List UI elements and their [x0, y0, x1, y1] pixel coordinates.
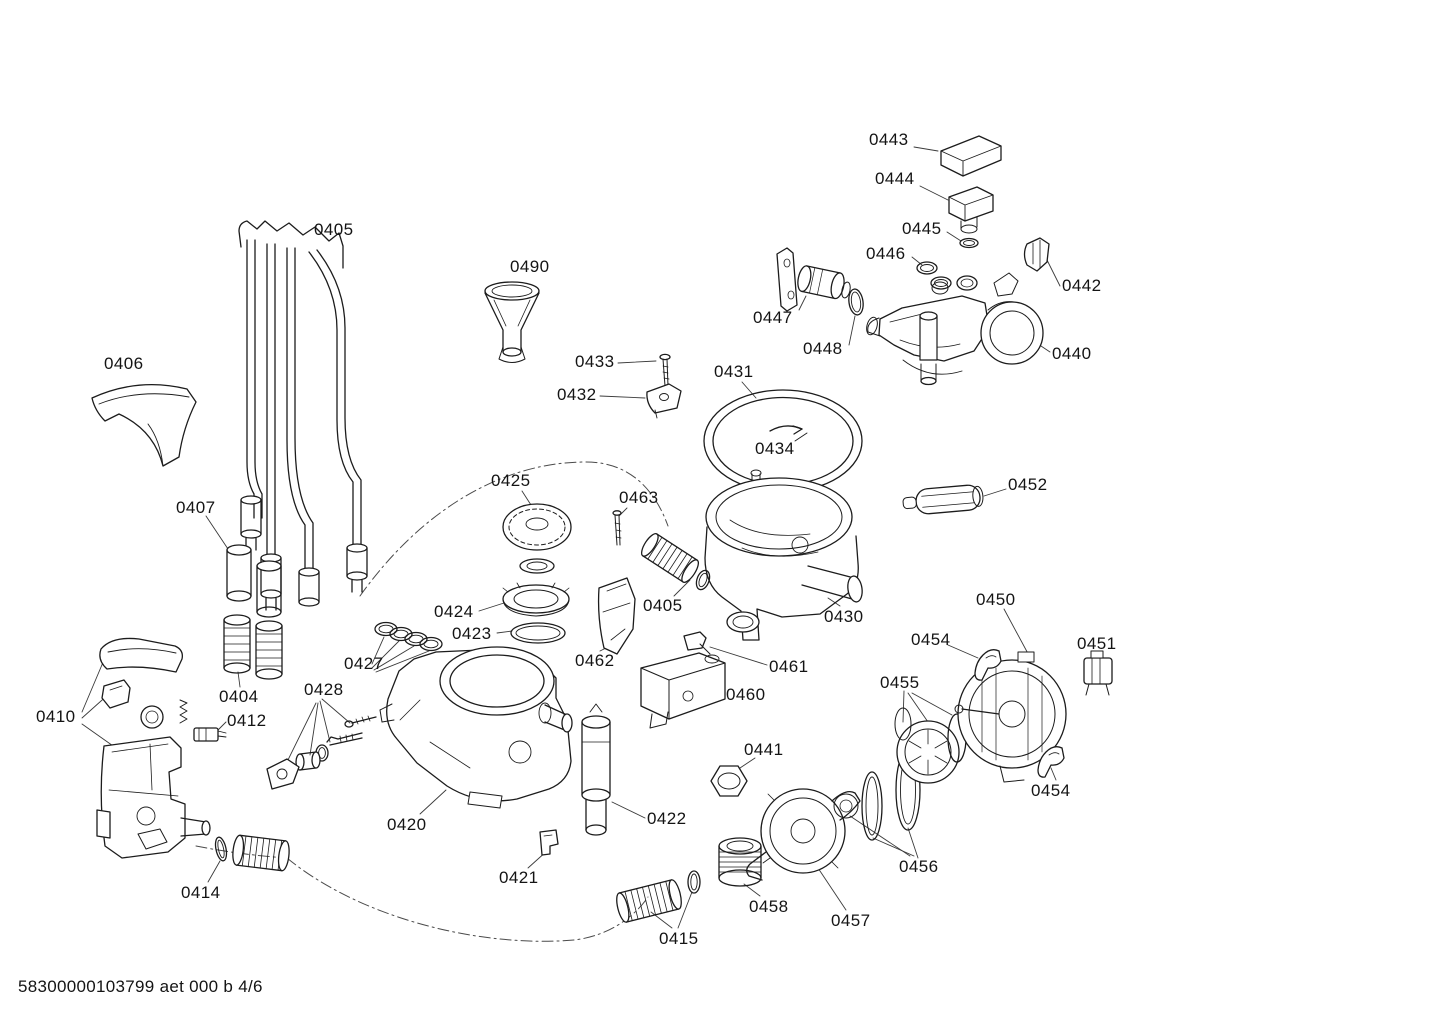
- part-0405-hose: [640, 533, 711, 591]
- part-label-0424: 0424: [434, 602, 474, 621]
- part-label-0414: 0414: [181, 883, 221, 902]
- part-0451-switch: [1083, 650, 1113, 696]
- part-label-0407: 0407: [176, 498, 216, 517]
- part-label-0462: 0462: [575, 651, 615, 670]
- leader-lines: [81, 146, 1098, 929]
- part-0414-oring-hose: [214, 834, 290, 872]
- part-0446-orings: [916, 261, 952, 290]
- part-label-0431: 0431: [714, 362, 754, 381]
- part-label-0425: 0425: [491, 471, 531, 490]
- part-0452-capacitor: [902, 484, 984, 515]
- part-label-0422: 0422: [647, 809, 687, 828]
- part-0463-screw: [612, 510, 622, 546]
- part-label-0404: 0404: [219, 687, 259, 706]
- part-label-0454-a: 0454: [911, 630, 951, 649]
- part-label-0440: 0440: [1052, 344, 1092, 363]
- part-0421-clip: [539, 829, 559, 856]
- part-0444-connector: [948, 186, 994, 234]
- part-0410-assembly: [96, 637, 211, 859]
- part-label-0463: 0463: [619, 488, 659, 507]
- part-label-0458: 0458: [749, 897, 789, 916]
- part-label-0433: 0433: [575, 352, 615, 371]
- part-label-0415: 0415: [659, 929, 699, 948]
- part-label-0443: 0443: [869, 130, 909, 149]
- part-0412-connector: [193, 727, 227, 742]
- part-0428-screws-fittings: [266, 715, 377, 790]
- part-0442-clip: [1023, 237, 1050, 272]
- part-label-0432: 0432: [557, 385, 597, 404]
- part-label-0460: 0460: [726, 685, 766, 704]
- part-label-0427: 0427: [344, 654, 384, 673]
- part-0460-housing: [640, 652, 726, 729]
- part-0440-water-distributor: [866, 272, 1044, 386]
- part-0458-coupling: [718, 837, 762, 887]
- footer-doc-code: 58300000103799 aet 000 b 4/6: [18, 977, 263, 996]
- part-0420-pump-housing: [379, 646, 573, 809]
- part-0454-clamp-top: [974, 649, 1002, 681]
- part-0450-motor: [954, 651, 1067, 783]
- part-0448-oring: [848, 288, 864, 316]
- part-label-0405-a: 0405: [314, 220, 354, 239]
- part-label-0461: 0461: [769, 657, 809, 676]
- part-label-0421: 0421: [499, 868, 539, 887]
- part-label-0412: 0412: [227, 711, 267, 730]
- part-0490-funnel: [484, 281, 540, 363]
- part-0434-arrow-mark: [769, 425, 803, 435]
- part-0462-deflector: [597, 577, 636, 655]
- part-label-0444: 0444: [875, 169, 915, 188]
- part-label-0430: 0430: [824, 607, 864, 626]
- part-label-0442: 0442: [1062, 276, 1102, 295]
- part-0433-screw: [659, 353, 671, 387]
- part-0443-cover: [940, 135, 1002, 177]
- part-0445-oring: [959, 237, 979, 249]
- part-0415-hose: [616, 870, 701, 923]
- part-0447-valve: [776, 247, 851, 312]
- part-0405-pipe-assembly: [238, 220, 368, 611]
- part-label-0455: 0455: [880, 673, 920, 692]
- part-label-0445: 0445: [902, 219, 942, 238]
- part-label-0457: 0457: [831, 911, 871, 930]
- part-label-0451: 0451: [1077, 634, 1117, 653]
- part-label-0405-b: 0405: [643, 596, 683, 615]
- part-0404-ribbed-sleeves: [223, 614, 283, 680]
- part-0441-nut: [710, 765, 748, 797]
- part-0406-bracket: [91, 384, 197, 467]
- part-0454-clamp-bottom: [1037, 746, 1065, 778]
- part-0457-pump-volute: [746, 788, 861, 881]
- part-0461-cap: [683, 631, 711, 655]
- part-label-0446: 0446: [866, 244, 906, 263]
- part-0425-0424-0423-cap-stack: [502, 503, 572, 644]
- part-label-0441: 0441: [744, 740, 784, 759]
- part-label-0447: 0447: [753, 308, 793, 327]
- part-label-0448: 0448: [803, 339, 843, 358]
- part-label-0434: 0434: [755, 439, 795, 458]
- part-0455-impeller-set: [894, 707, 967, 784]
- part-label-0450: 0450: [976, 590, 1016, 609]
- part-0407-cylinders: [226, 544, 282, 618]
- part-label-0423: 0423: [452, 624, 492, 643]
- part-label-0428: 0428: [304, 680, 344, 699]
- part-label-0456: 0456: [899, 857, 939, 876]
- part-label-0490: 0490: [510, 257, 550, 276]
- part-label-0406: 0406: [104, 354, 144, 373]
- part-label-0420: 0420: [387, 815, 427, 834]
- part-0422-canister: [581, 703, 611, 836]
- part-label-0454-b: 0454: [1031, 781, 1071, 800]
- part-0432-bracket: [646, 383, 682, 419]
- part-0430-sump: [704, 469, 863, 641]
- part-label-0410: 0410: [36, 707, 76, 726]
- part-label-0452: 0452: [1008, 475, 1048, 494]
- part-0427-seal-rings: [374, 621, 443, 652]
